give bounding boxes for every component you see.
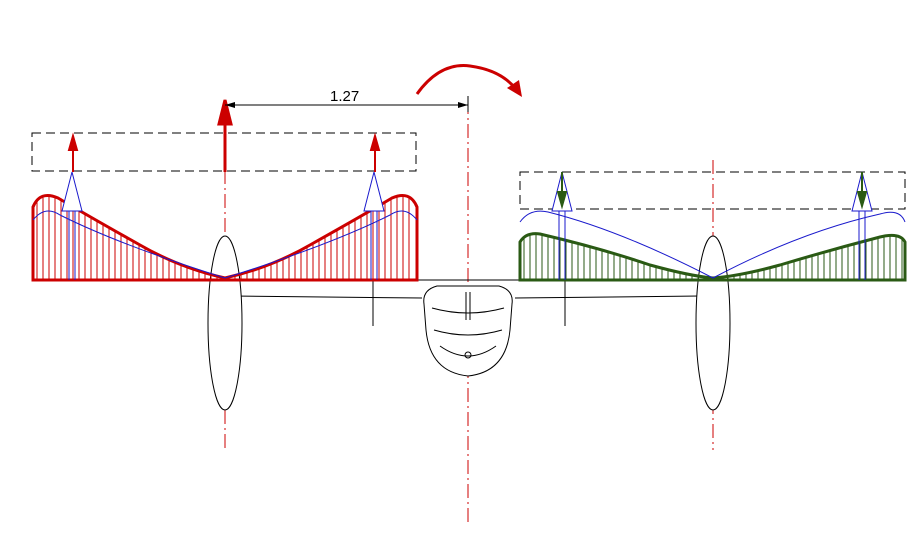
right-nacelle <box>695 235 731 411</box>
left-reference-curve <box>32 210 418 279</box>
right-reference-curve <box>519 210 906 279</box>
left-outer-red-arrow <box>67 132 79 172</box>
fuselage-reference-point <box>464 351 472 359</box>
right-inner-green-arrow <box>856 172 868 210</box>
moment-arm-dimension: 1.27 <box>225 88 469 112</box>
left-resultant-arrow <box>217 99 233 172</box>
wing-lower-left <box>231 295 423 299</box>
left-inner-lift-arrow <box>363 171 385 280</box>
right-load-hatching <box>523 233 903 280</box>
load-arrows <box>61 99 873 280</box>
wing-lower-right <box>514 295 701 299</box>
fuselage <box>423 285 513 377</box>
left-outer-lift-arrow <box>61 171 83 280</box>
left-inner-red-arrow <box>369 132 381 172</box>
dimension-label: 1.27 <box>330 88 359 105</box>
left-nacelle <box>207 235 243 411</box>
right-outer-green-arrow <box>556 172 568 210</box>
rotation-arrow <box>415 64 522 97</box>
